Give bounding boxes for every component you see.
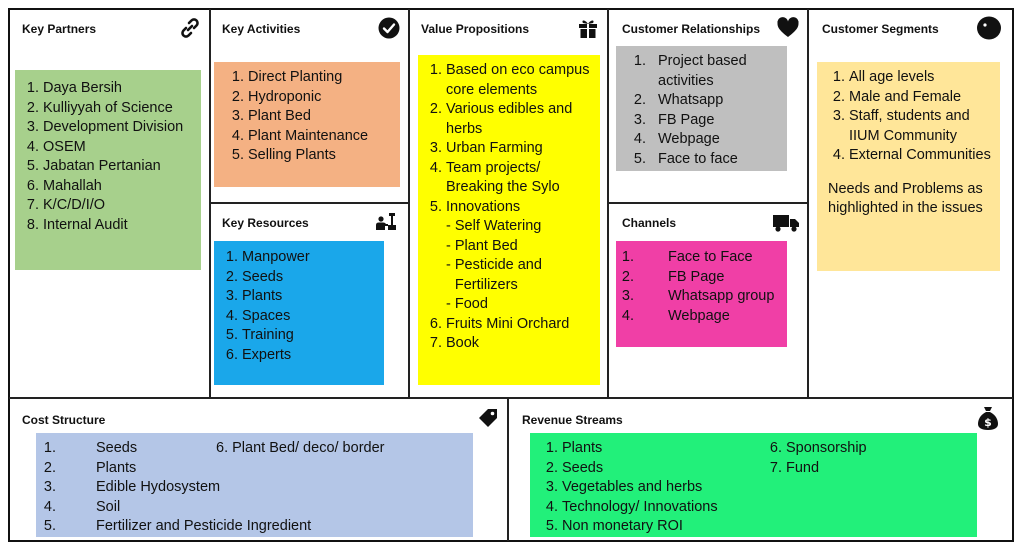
list-item: Soil bbox=[60, 498, 311, 518]
list-item: - Pesticide and Fertilizers bbox=[446, 257, 542, 293]
list-item: FB Page bbox=[638, 268, 781, 288]
list-item: Male and Female bbox=[849, 88, 994, 108]
worker-icon bbox=[376, 213, 396, 230]
canvas-frame bbox=[8, 8, 1014, 542]
divider-relationships-segments bbox=[807, 9, 809, 398]
list-item: Vegetables and herbs bbox=[562, 478, 718, 498]
customer-relationships-title: Customer Relationships bbox=[622, 22, 761, 36]
list-item: Plants bbox=[242, 287, 378, 307]
revenue-streams-title: Revenue Streams bbox=[522, 413, 623, 427]
key-partners-note: Daya BersihKulliyyah of ScienceDevelopme… bbox=[15, 70, 201, 270]
channels-title: Channels bbox=[622, 216, 677, 230]
list-item: Hydroponic bbox=[248, 88, 394, 108]
list-item: Spaces bbox=[242, 307, 378, 327]
list-item: Face to Face bbox=[638, 248, 781, 268]
key-partners-title: Key Partners bbox=[22, 22, 97, 36]
list-item: Innovations- Self Watering- Plant Bed- P… bbox=[446, 198, 594, 315]
innovations-sublist: - Self Watering - Plant Bed - Pesticide an… bbox=[446, 217, 594, 315]
list-item: OSEM bbox=[43, 138, 195, 158]
list-item: Jabatan Pertanian bbox=[43, 157, 195, 177]
cost-structure-title: Cost Structure bbox=[22, 413, 106, 427]
value-propositions-note: Based on eco campus core elementsVarious… bbox=[418, 55, 600, 385]
list-item: - Self Watering bbox=[446, 218, 542, 234]
list-item: Mahallah bbox=[43, 177, 195, 197]
list-item: Fertilizer and Pesticide Ingredient bbox=[60, 517, 311, 537]
key-resources-title: Key Resources bbox=[222, 216, 309, 230]
cost-structure-note: SeedsPlantsEdible HydosystemSoilFertiliz… bbox=[36, 433, 473, 537]
list-item: Team projects/ Breaking the Sylo bbox=[446, 159, 594, 198]
gift-icon bbox=[579, 20, 597, 38]
list-item: Plants bbox=[60, 459, 311, 479]
value-propositions-title: Value Propositions bbox=[421, 22, 530, 36]
list-item: Urban Farming bbox=[446, 139, 594, 159]
tag-icon bbox=[479, 409, 497, 427]
divider-top-bottom bbox=[9, 397, 1013, 399]
list-item: Experts bbox=[242, 346, 378, 366]
list-item: K/C/D/I/O bbox=[43, 196, 195, 216]
money-bag-icon: $ bbox=[978, 407, 998, 430]
list-item: Fund bbox=[786, 459, 867, 479]
face-icon bbox=[977, 16, 1001, 40]
list-item: Edible Hydosystem bbox=[60, 478, 311, 498]
list-item: Technology/ Innovations bbox=[562, 498, 718, 518]
divider-activities-value bbox=[408, 9, 410, 398]
list-item: Face to face bbox=[650, 150, 781, 170]
key-resources-note: ManpowerSeedsPlantsSpacesTrainingExperts bbox=[214, 241, 384, 385]
list-item: Development Division bbox=[43, 118, 195, 138]
truck-icon bbox=[773, 215, 799, 232]
divider-cost-revenue bbox=[507, 398, 509, 541]
revenue-streams-note: PlantsSeedsVegetables and herbsTechnolog… bbox=[530, 433, 977, 537]
list-item: Daya Bersih bbox=[43, 79, 195, 99]
divider-activities-resources bbox=[210, 202, 409, 204]
list-item: Training bbox=[242, 326, 378, 346]
channels-note: Face to FaceFB PageWhatsapp groupWebpage bbox=[616, 241, 787, 347]
list-item: Book bbox=[446, 334, 594, 354]
check-circle-icon bbox=[378, 17, 400, 39]
list-item: Webpage bbox=[650, 130, 781, 150]
list-item: Selling Plants bbox=[248, 146, 394, 166]
heart-icon bbox=[777, 17, 799, 37]
list-item: Seeds bbox=[562, 459, 718, 479]
customer-segments-extra-note: Needs and Problems as highlighted in the… bbox=[828, 180, 983, 217]
list-item: Non monetary ROI bbox=[562, 517, 718, 537]
list-item: - Plant Bed bbox=[446, 237, 518, 254]
customer-segments-note: All age levelsMale and FemaleStaff, stud… bbox=[817, 62, 1000, 271]
list-item: Sponsorship bbox=[786, 439, 867, 459]
list-item: All age levels bbox=[849, 68, 994, 88]
list-item: Fruits Mini Orchard bbox=[446, 315, 594, 335]
customer-segments-title: Customer Segments bbox=[822, 22, 939, 36]
list-item: Seeds bbox=[60, 439, 311, 459]
list-item: Various edibles and herbs bbox=[446, 100, 594, 139]
list-item: Project based activities bbox=[650, 52, 781, 91]
list-item: Based on eco campus core elements bbox=[446, 61, 594, 100]
divider-relationships-channels bbox=[608, 202, 808, 204]
list-item: Internal Audit bbox=[43, 216, 195, 236]
list-item: Plants bbox=[562, 439, 718, 459]
list-item: Direct Planting bbox=[248, 68, 394, 88]
list-item: Whatsapp bbox=[650, 91, 781, 111]
list-item: Manpower bbox=[242, 248, 378, 268]
list-item: Webpage bbox=[638, 307, 781, 327]
list-item: Staff, students and IIUM Community bbox=[849, 107, 994, 146]
list-item: FB Page bbox=[650, 111, 781, 131]
list-item: Plant Bed bbox=[248, 107, 394, 127]
svg-text:$: $ bbox=[984, 416, 992, 429]
key-activities-title: Key Activities bbox=[222, 22, 301, 36]
list-item: External Communities bbox=[849, 146, 994, 166]
list-item: Kulliyyah of Science bbox=[43, 99, 195, 119]
customer-relationships-note: Project based activitiesWhatsappFB PageW… bbox=[616, 46, 787, 171]
list-item: 6. Plant Bed/ deco/ border bbox=[216, 440, 385, 456]
link-icon bbox=[181, 18, 199, 38]
list-item: Plant Maintenance bbox=[248, 127, 394, 147]
list-item: - Food bbox=[446, 296, 488, 312]
list-item: Seeds bbox=[242, 268, 378, 288]
list-item: Whatsapp group bbox=[638, 287, 781, 307]
key-activities-note: Direct PlantingHydroponicPlant BedPlant … bbox=[214, 62, 400, 187]
